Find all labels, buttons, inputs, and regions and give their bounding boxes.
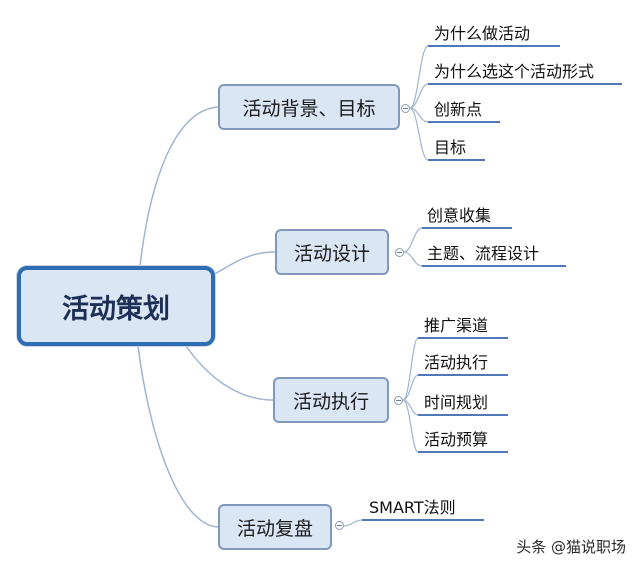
branch-node-review[interactable]: 活动复盘 (218, 504, 332, 550)
leaf-activity-execution[interactable]: 活动执行 (424, 353, 489, 372)
leaf-promotion-channels[interactable]: 推广渠道 (424, 316, 489, 335)
leaf-why-activity[interactable]: 为什么做活动 (434, 24, 531, 43)
branch-to-leaf-connector (409, 107, 429, 161)
leaf-smart-rule[interactable]: SMART法则 (369, 498, 456, 517)
leaf-why-format[interactable]: 为什么选这个活动形式 (434, 62, 595, 81)
branch-node-background-goal[interactable]: 活动背景、目标 (218, 84, 400, 130)
leaf-theme-process[interactable]: 主题、流程设计 (427, 244, 540, 263)
branch-to-leaf-connector (402, 337, 419, 401)
root-to-branch-connector (185, 345, 274, 401)
collapse-toggle-icon[interactable] (401, 104, 410, 113)
root-to-branch-connector (212, 251, 276, 276)
collapse-toggle-icon[interactable] (335, 521, 344, 530)
leaf-idea-collection[interactable]: 创意收集 (427, 206, 492, 225)
root-to-branch-connector (139, 106, 219, 267)
branch-to-leaf-connector (402, 399, 419, 453)
branch-to-leaf-connector (409, 45, 429, 109)
branch-node-design[interactable]: 活动设计 (275, 229, 389, 275)
root-to-branch-connector (137, 345, 219, 528)
leaf-budget[interactable]: 活动预算 (424, 430, 489, 449)
leaf-goal[interactable]: 目标 (434, 138, 467, 157)
branch-node-execution[interactable]: 活动执行 (273, 377, 389, 423)
branch-to-leaf-connector (343, 519, 363, 527)
branch-to-leaf-connector (403, 251, 423, 267)
branch-to-leaf-connector (409, 83, 429, 109)
leaf-innovation[interactable]: 创新点 (434, 100, 483, 119)
branch-to-leaf-connector (402, 374, 419, 401)
collapse-toggle-icon[interactable] (394, 396, 403, 405)
watermark: 头条 @猫说职场 (516, 538, 626, 556)
root-node[interactable]: 活动策划 (17, 266, 215, 346)
collapse-toggle-icon[interactable] (395, 248, 404, 257)
leaf-time-planning[interactable]: 时间规划 (424, 393, 489, 412)
branch-to-leaf-connector (403, 227, 423, 253)
